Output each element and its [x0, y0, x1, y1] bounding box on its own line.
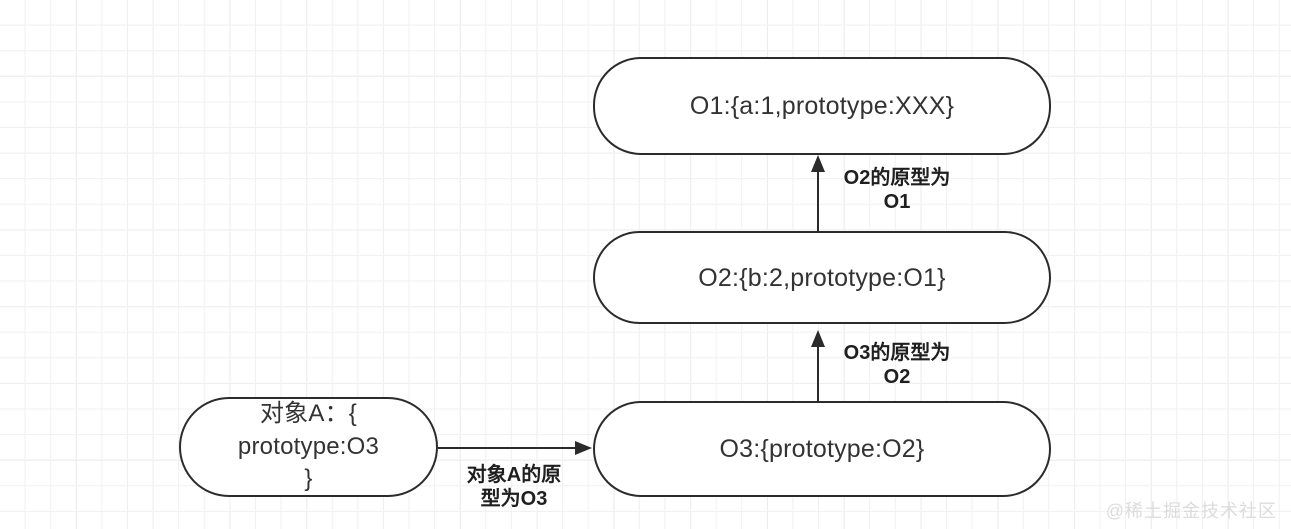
watermark: @稀土掘金技术社区	[1105, 501, 1277, 521]
node-o2[interactable]: O2:{b:2,prototype:O1}	[593, 231, 1051, 324]
edge-label-o3-to-o2: O3的原型为 O2	[843, 342, 951, 389]
node-object-a[interactable]: 对象A：{ prototype:O3 }	[179, 397, 438, 497]
node-o3[interactable]: O3:{prototype:O2}	[593, 401, 1051, 497]
edge-label-object-a-to-o3: 对象A的原 型为O3	[466, 464, 562, 511]
arrow-object-a-to-o3	[438, 441, 592, 455]
edge-label-o2-to-o1: O2的原型为 O1	[843, 167, 951, 214]
node-o1[interactable]: O1:{a:1,prototype:XXX}	[593, 57, 1051, 155]
